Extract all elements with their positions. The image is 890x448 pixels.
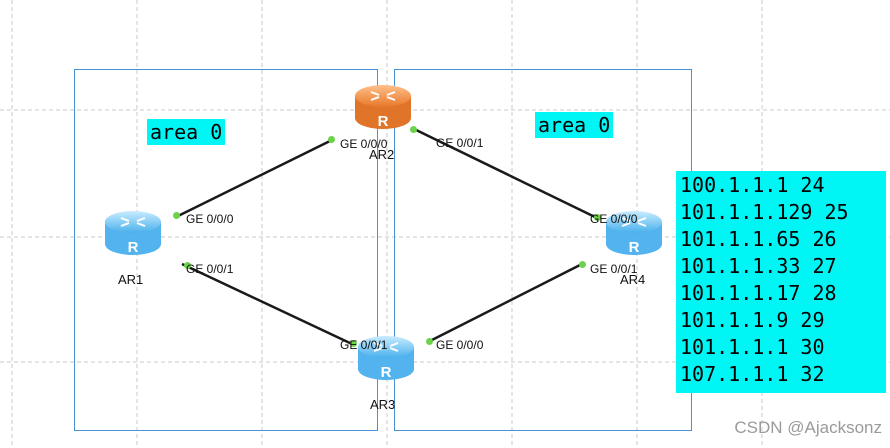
router-ar1[interactable]: R <box>103 208 163 260</box>
router-name-ar3: AR3 <box>370 397 396 412</box>
router-ar2[interactable]: R <box>353 82 413 134</box>
link-ar2-ar4 <box>411 126 598 220</box>
ip-address-list: 100.1.1.1 24 101.1.1.129 25 101.1.1.65 2… <box>676 171 886 393</box>
ip-address-line: 107.1.1.1 32 <box>680 362 825 386</box>
svg-text:R: R <box>629 239 640 256</box>
port-label-ar2-ge001: GE 0/0/1 <box>436 136 484 150</box>
port-label-ar3-ge000: GE 0/0/0 <box>436 338 484 352</box>
router-icon: R <box>358 336 414 381</box>
area-label-right: area 0 <box>535 112 614 138</box>
port-dot-ar2-ge001 <box>410 126 417 133</box>
port-label-ar4-ge001: GE 0/0/1 <box>590 262 638 276</box>
area-box-left <box>74 69 378 431</box>
ip-address-line: 100.1.1.1 24 <box>680 173 825 197</box>
port-label-ar4-ge000: GE 0/0/0 <box>590 212 638 226</box>
port-dot-ar2-ge000 <box>328 136 335 143</box>
link-ar3-ar4 <box>427 262 583 344</box>
router-ar3[interactable]: R <box>356 333 416 385</box>
router-ar4[interactable]: R <box>604 208 664 260</box>
svg-text:R: R <box>128 239 139 256</box>
port-dot-ar1-ge001 <box>184 262 191 269</box>
ip-address-line: 101.1.1.9 29 <box>680 308 825 332</box>
port-label-ar3-ge001: GE 0/0/1 <box>340 338 388 352</box>
area-label-left: area 0 <box>147 119 226 145</box>
ip-address-line: 101.1.1.65 26 <box>680 227 837 251</box>
port-dot-ar3-ge000 <box>426 338 433 345</box>
port-label-ar1-ge000: GE 0/0/0 <box>186 212 234 226</box>
ip-address-line: 101.1.1.33 27 <box>680 254 837 278</box>
port-label-ar1-ge001: GE 0/0/1 <box>186 262 234 276</box>
ip-address-line: 101.1.1.17 28 <box>680 281 837 305</box>
ip-address-line: 101.1.1.129 25 <box>680 200 849 224</box>
watermark: CSDN @Ajacksonz <box>734 418 882 437</box>
link-ar1-ar2 <box>175 138 333 219</box>
port-dot-ar4-ge000 <box>594 214 601 221</box>
svg-text:R: R <box>378 113 389 130</box>
router-name-ar4: AR4 <box>620 272 646 287</box>
port-label-ar2-ge000: GE 0/0/0 <box>340 137 388 151</box>
ip-address-line: 101.1.1.1 30 <box>680 335 825 359</box>
router-name-ar2: AR2 <box>369 147 395 162</box>
link-ar1-ar3 <box>181 262 353 346</box>
router-icon: R <box>105 211 161 256</box>
port-dot-ar1-ge000 <box>173 212 180 219</box>
router-icon: R <box>355 85 411 130</box>
port-dot-ar3-ge001 <box>350 340 357 347</box>
router-icon: R <box>606 211 662 256</box>
port-dot-ar4-ge001 <box>579 261 586 268</box>
router-name-ar1: AR1 <box>118 272 144 287</box>
svg-text:R: R <box>381 364 392 381</box>
